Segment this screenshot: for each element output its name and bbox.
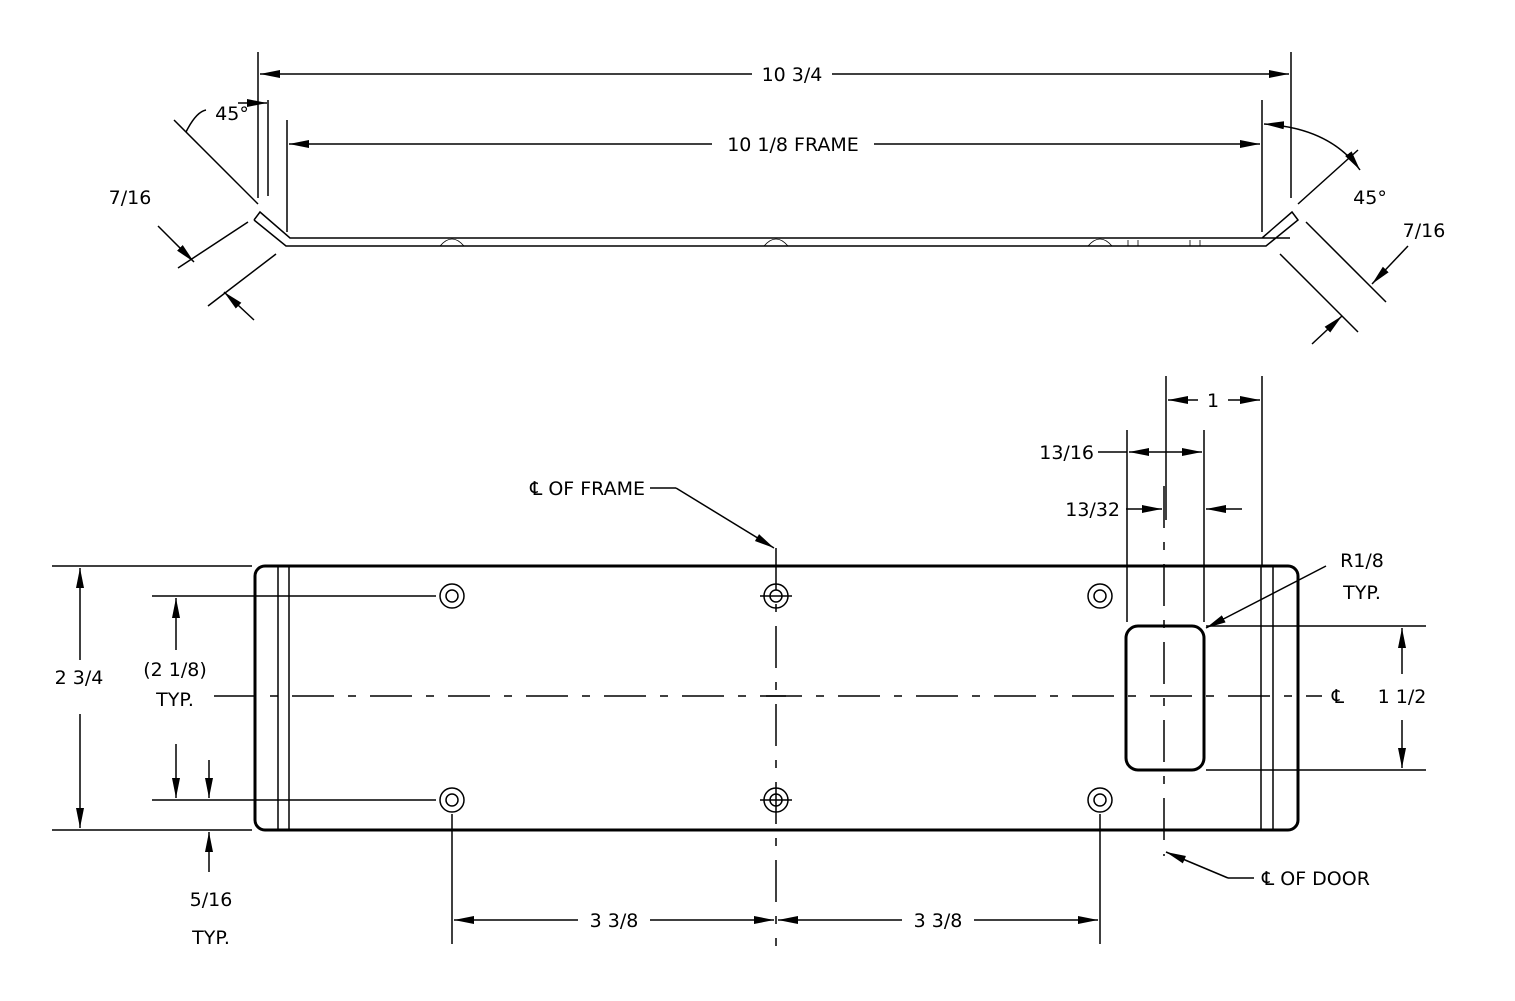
slot-cutout	[1124, 624, 1206, 772]
centerline-symbol: ℄	[1331, 686, 1345, 708]
flange-ext-left	[177, 221, 249, 269]
flange-dim-right	[1311, 315, 1343, 345]
slot-height-label: 1 1/2	[1378, 686, 1427, 708]
hole-bottom-right	[1087, 787, 1113, 813]
hole-top-left	[439, 583, 465, 609]
dim-overall-width: 10 3/4	[762, 64, 823, 86]
angle-right-label: 45°	[1353, 187, 1387, 209]
edge-offset-line2: TYP.	[191, 927, 230, 949]
dim-13-32-label: 13/32	[1065, 499, 1120, 521]
flange-dim-right	[1371, 245, 1409, 285]
flange-left-label: 7/16	[109, 187, 152, 209]
part-profile	[253, 210, 1300, 247]
flange-ext-right	[1305, 221, 1387, 303]
hole-spacing-line1: (2 1/8)	[143, 659, 207, 681]
angle-arc-left	[185, 109, 207, 133]
edge-offset-line1: 5/16	[190, 889, 233, 911]
profile-detail	[439, 238, 1201, 247]
angle-leader-left	[173, 119, 259, 205]
height-label: 2 3/4	[55, 667, 104, 689]
door-cl-leader	[1165, 851, 1229, 879]
angle-arc-right	[1263, 121, 1361, 171]
hole-spacing-line2: TYP.	[155, 689, 194, 711]
hole-top-right	[1087, 583, 1113, 609]
flange-right-label: 7/16	[1403, 220, 1446, 242]
angle-left-label: 45°	[215, 103, 249, 125]
radius-label-line2: TYP.	[1342, 582, 1381, 604]
dim-frame-width: 10 1/8 FRAME	[727, 134, 859, 156]
frame-cl-leader	[675, 487, 775, 549]
dim-1-label: 1	[1207, 390, 1219, 412]
spacing-left-label: 3 3/8	[590, 910, 639, 932]
flange-ext-right	[1279, 253, 1359, 333]
hole-bottom-left	[439, 787, 465, 813]
flange-ext-left	[207, 253, 277, 307]
dim-13-16-label: 13/16	[1039, 442, 1094, 464]
radius-label-line1: R1/8	[1340, 550, 1384, 572]
top-view: 10 3/4 10 1/8 FRAME 45° 45° 7/16 7/16	[109, 52, 1446, 345]
flange-dim-left	[223, 291, 255, 321]
door-centerline-label: ℄ OF DOOR	[1261, 868, 1370, 890]
hole-bottom-center	[760, 787, 792, 813]
plan-view: ℄ OF FRAME 1 13/16 13/32 R1/8 TYP. 2 3/4	[52, 376, 1426, 949]
hole-top-center	[760, 583, 792, 609]
angle-leader-right	[1297, 149, 1359, 205]
frame-centerline-label: ℄ OF FRAME	[529, 478, 645, 500]
flange-dim-left	[157, 225, 195, 263]
radius-leader	[1205, 565, 1327, 629]
spacing-right-label: 3 3/8	[914, 910, 963, 932]
